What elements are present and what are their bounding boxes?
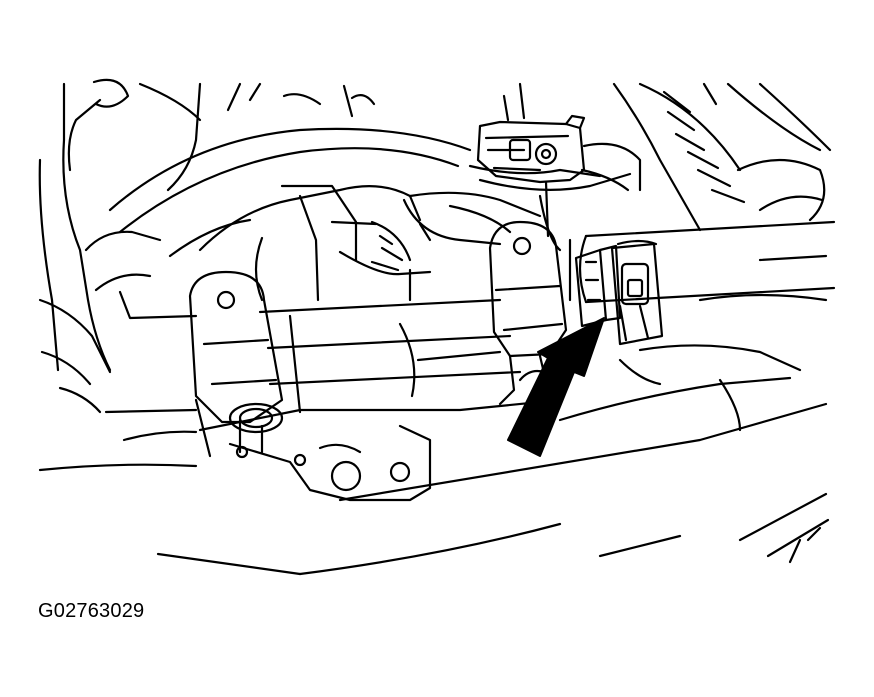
main-rail xyxy=(198,220,836,432)
figure-code: G02763029 xyxy=(38,600,145,622)
background-structure xyxy=(38,78,832,576)
housing-body xyxy=(168,164,632,302)
lower-plate xyxy=(228,424,432,502)
sensor-clamp xyxy=(574,239,664,346)
left-bracket xyxy=(188,270,284,459)
pointer-arrow xyxy=(507,317,605,457)
top-connector xyxy=(476,114,642,192)
